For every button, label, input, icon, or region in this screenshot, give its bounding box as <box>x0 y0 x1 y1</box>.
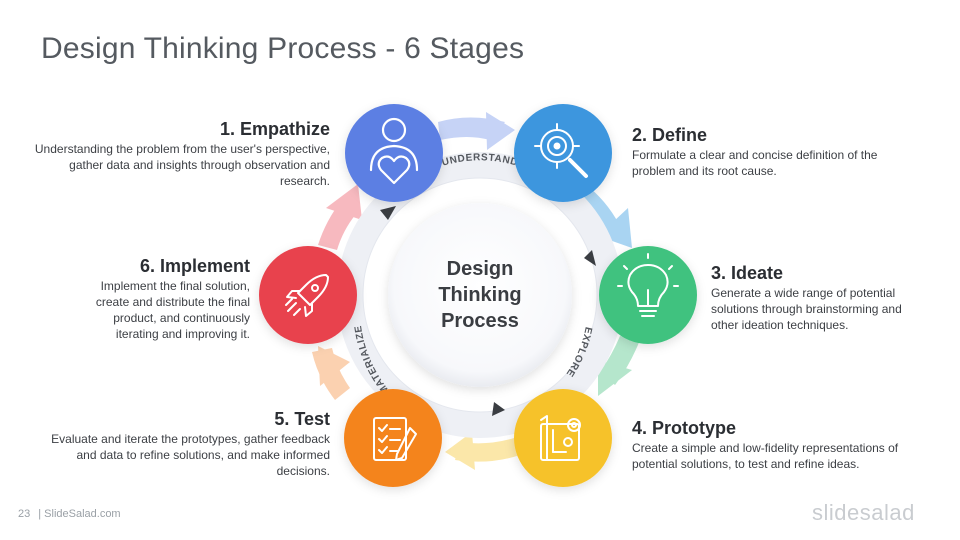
page-number: 23 <box>18 508 31 520</box>
stage-heading: 2. Define <box>632 125 708 145</box>
phase-label-understand: UNDERSTAND <box>441 152 520 168</box>
ring-arrow-3-head <box>598 360 632 396</box>
footer-site: | SlideSalad.com <box>38 508 121 520</box>
stage-text-test: 5. Test Evaluate and iterate the prototy… <box>30 408 330 479</box>
stage-circle-4 <box>514 389 612 487</box>
center-line-3: Process <box>441 310 519 332</box>
inner-arrow-understand <box>380 206 396 220</box>
ring-arrows <box>312 112 640 470</box>
center-line-1: Design <box>446 258 514 280</box>
inner-arrow-materialize <box>492 402 505 416</box>
target-magnifier-icon <box>534 123 588 178</box>
center-line-2: Thinking <box>438 284 522 306</box>
stage-text-prototype: 4. Prototype Create a simple and low-fid… <box>632 417 922 472</box>
ring-arrow-5-head <box>318 346 350 386</box>
stage-description: Understanding the problem from the user'… <box>34 142 330 188</box>
center-label: Design Thinking Process <box>405 256 555 334</box>
stage-heading: 1. Empathize <box>219 119 330 139</box>
heart-person-icon <box>369 117 419 185</box>
stage-description: Create a simple and low-fidelity represe… <box>632 441 899 471</box>
stage-circle-1 <box>345 104 443 202</box>
stage-text-define: 2. Define Formulate a clear and concise … <box>632 124 917 179</box>
stage-circle-2 <box>514 104 612 202</box>
brand-logo: slidesalad <box>812 500 915 525</box>
ring-arrow-4-head <box>445 432 475 470</box>
stage-description: Evaluate and iterate the prototypes, gat… <box>51 432 330 478</box>
stage-text-implement: 6. Implement Implement the final solutio… <box>70 255 250 342</box>
stage-text-empathize: 1. Empathize Understanding the problem f… <box>30 118 330 189</box>
blueprint-gears-icon <box>540 415 581 461</box>
stage-circle-3 <box>599 246 697 344</box>
ring-arrow-1-head <box>486 112 515 150</box>
stage-text-ideate: 3. Ideate Generate a wide range of poten… <box>711 262 921 333</box>
center-disc <box>388 203 572 387</box>
inner-arrow-explore <box>584 250 596 266</box>
phase-ring-inner-edge <box>362 177 598 413</box>
ring-arrow-6-head <box>326 184 362 220</box>
footer: 23 | SlideSalad.com <box>18 508 121 520</box>
stage-circle-6 <box>259 246 357 344</box>
checklist-pencil-icon <box>373 417 417 461</box>
stage-description: Generate a wide range of potential solut… <box>711 286 902 332</box>
stage-description: Implement the final solution, create and… <box>95 279 250 341</box>
ring-arrow-2 <box>577 188 622 236</box>
stage-heading: 5. Test <box>274 409 330 429</box>
stage-heading: 3. Ideate <box>711 263 784 283</box>
stage-circle-5 <box>344 389 442 487</box>
stage-description: Formulate a clear and concise definition… <box>632 148 878 178</box>
lightbulb-icon <box>617 253 679 317</box>
rocket-icon <box>285 274 329 317</box>
stage-heading: 4. Prototype <box>632 418 737 438</box>
stage-heading: 6. Implement <box>139 256 250 276</box>
page-title: Design Thinking Process - 6 Stages <box>41 32 525 65</box>
